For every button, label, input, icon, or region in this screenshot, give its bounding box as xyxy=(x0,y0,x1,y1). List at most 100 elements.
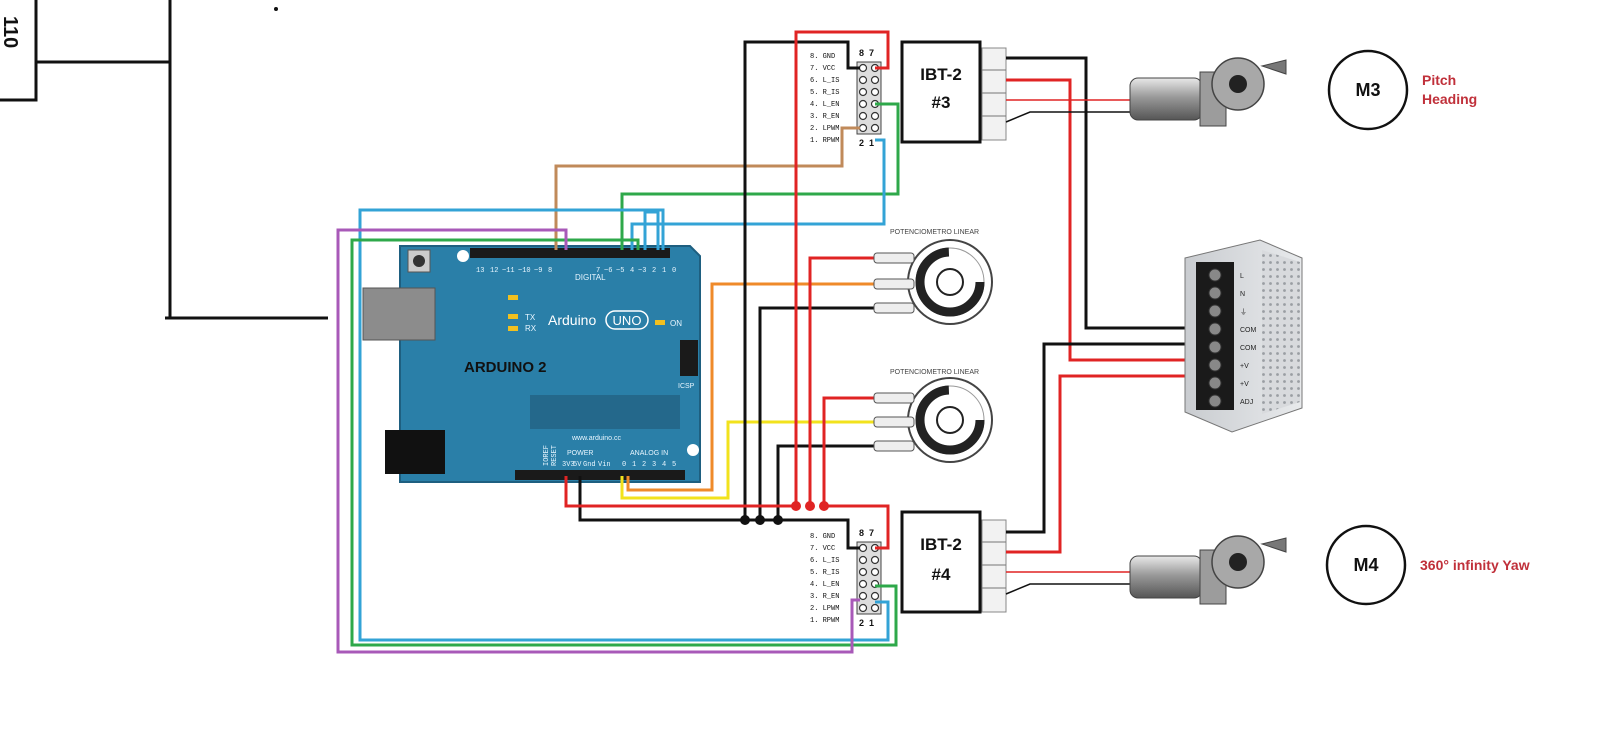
arduino-mount-hole-2 xyxy=(687,444,699,456)
digital-header xyxy=(470,248,670,258)
left-block: 110 xyxy=(0,0,328,320)
wire-black-pot2 xyxy=(776,444,874,520)
ibt4-box xyxy=(900,510,982,614)
power-pin-3v3: 3V3 xyxy=(562,461,575,469)
tx-label: TX xyxy=(525,313,536,322)
m3-caption-line2: Heading xyxy=(1422,91,1477,107)
ibt3-pin-5: 5. R_IS xyxy=(810,89,839,97)
digital-pin-13: 13 xyxy=(476,267,484,275)
dc-jack xyxy=(385,430,445,474)
ibt3-power-terminal xyxy=(981,47,1007,141)
wire-red-ibt3-vcc xyxy=(794,30,890,506)
ibt3-pin-6: 6. L_IS xyxy=(810,77,839,85)
wire-yellow xyxy=(620,420,874,500)
wire-ibt3-psu-neg xyxy=(1006,56,1208,330)
status-leds xyxy=(508,295,665,331)
m4-symbol xyxy=(1325,524,1407,606)
icsp-header xyxy=(680,340,698,376)
ibt3-header-top-b: 7 xyxy=(869,48,874,58)
digital-pin-1: 1 xyxy=(662,267,666,275)
digital-pin-9: ~9 xyxy=(534,267,542,275)
ibt3-pin-4: 4. L_EN xyxy=(810,101,839,109)
ibt4-power-terminal xyxy=(981,519,1007,613)
wire-black-ibt3-gnd xyxy=(743,40,860,520)
ibt4-header-bottom-b: 1 xyxy=(869,618,874,628)
wire-red-ibt4-vcc xyxy=(824,504,890,550)
analog-pin-0: 0 xyxy=(622,461,626,469)
left-block-fragment: 110 xyxy=(0,16,21,48)
website: www.arduino.cc xyxy=(571,435,622,442)
analog-pin-1: 1 xyxy=(632,461,636,469)
power-supply: L N ⏚ COM COM +V +V ADJ xyxy=(1184,239,1303,433)
wire-black-ibt4-gnd xyxy=(778,518,860,550)
digital-pin-7: 7 xyxy=(596,267,600,275)
wire-red-5v xyxy=(564,476,796,508)
ibt4-pin-2: 2. LPWM xyxy=(810,605,839,613)
uno-model: UNO xyxy=(613,313,642,328)
psu-terminal-v2: +V xyxy=(1240,381,1249,388)
motor-leads xyxy=(1005,99,1130,595)
power-pin-vin: Vin xyxy=(598,461,611,469)
m3-motor-body xyxy=(1129,77,1203,121)
atmega-chip xyxy=(530,395,680,429)
psu-terminal-adj: ADJ xyxy=(1240,399,1253,406)
left-block-box xyxy=(0,0,38,102)
wire-red-pot1 xyxy=(808,256,874,506)
motor-m4: M4 360° infinity Yaw xyxy=(1129,524,1530,606)
ibt4-header-pins xyxy=(858,543,880,613)
arduino-brand: Arduino xyxy=(548,312,596,328)
pot2-label: POTENCIOMETRO LINEAR xyxy=(890,369,979,376)
m4-label: M4 xyxy=(1353,555,1378,575)
ibt3-header-bottom-a: 2 xyxy=(859,138,864,148)
digital-pin-4: 4 xyxy=(630,267,634,275)
wire-black-pot1 xyxy=(758,306,874,520)
ibt4-header-top-a: 8 xyxy=(859,528,864,538)
psu-terminal-v1: +V xyxy=(1240,363,1249,370)
ibt2-driver-3: 8. GND 7. VCC 6. L_IS 5. R_IS 4. L_EN 3.… xyxy=(808,40,1007,150)
digital-pin-3: ~3 xyxy=(638,267,646,275)
junction-dots-red xyxy=(791,501,829,511)
wire-green-ibt4 xyxy=(350,238,898,647)
psu-terminal-n: N xyxy=(1240,291,1245,298)
ibt3-pin-3: 3. R_EN xyxy=(810,113,839,121)
ibt4-pin-8: 8. GND xyxy=(810,533,835,541)
potentiometer-2: POTENCIOMETRO LINEAR xyxy=(873,369,993,463)
motor-m3: M3 Pitch Heading xyxy=(1129,49,1477,131)
on-label: ON xyxy=(670,319,682,328)
potentiometer-1: POTENCIOMETRO LINEAR xyxy=(873,229,993,325)
m3-symbol xyxy=(1327,49,1409,131)
digital-pin-6: ~6 xyxy=(604,267,612,275)
reset-button-cap xyxy=(413,255,425,267)
m3-caption-line1: Pitch xyxy=(1422,72,1456,88)
analog-pin-2: 2 xyxy=(642,461,646,469)
psu-terminal-com2: COM xyxy=(1240,345,1257,352)
ibt3-number: #3 xyxy=(932,93,951,112)
usb-port xyxy=(362,287,436,341)
digital-label: DIGITAL xyxy=(575,273,606,282)
arduino-board: 13 12 ~11 ~10 ~9 8 7 ~6 ~5 4 ~3 2 1 0 DI… xyxy=(362,245,701,483)
digital-pin-10: ~10 xyxy=(518,267,531,275)
psu-terminal-l: L xyxy=(1240,273,1244,280)
m4-caption-line1: 360° infinity Yaw xyxy=(1420,557,1530,573)
psu-terminal-com1: COM xyxy=(1240,327,1257,334)
power-pin-ioref: IOREF xyxy=(543,445,551,466)
arduino-mount-hole-1 xyxy=(457,250,469,262)
arduino-label: ARDUINO 2 xyxy=(464,359,547,376)
digital-pin-11: ~11 xyxy=(502,267,515,275)
ibt3-pin-2: 2. LPWM xyxy=(810,125,839,133)
power-pin-gnd: Gnd xyxy=(583,461,596,469)
ibt3-header-top-a: 8 xyxy=(859,48,864,58)
wire-black-gnd xyxy=(578,476,778,522)
ibt2-driver-4: 8. GND 7. VCC 6. L_IS 5. R_IS 4. L_EN 3.… xyxy=(808,510,1007,630)
ibt4-number: #4 xyxy=(932,565,951,584)
stray-dot xyxy=(274,7,278,11)
wire-ibt4-psu-pos xyxy=(1006,374,1208,554)
ibt4-pin-3: 3. R_EN xyxy=(810,593,839,601)
ibt3-box xyxy=(900,40,982,144)
wire-blue-ibt4 xyxy=(358,208,890,642)
psu-terminal-earth: ⏚ xyxy=(1240,308,1247,316)
analog-label: ANALOG IN xyxy=(630,450,668,457)
wire-ibt3-psu-pos xyxy=(1006,78,1208,362)
ibt3-pin-1: 1. RPWM xyxy=(810,137,839,145)
ibt4-header-top-b: 7 xyxy=(869,528,874,538)
